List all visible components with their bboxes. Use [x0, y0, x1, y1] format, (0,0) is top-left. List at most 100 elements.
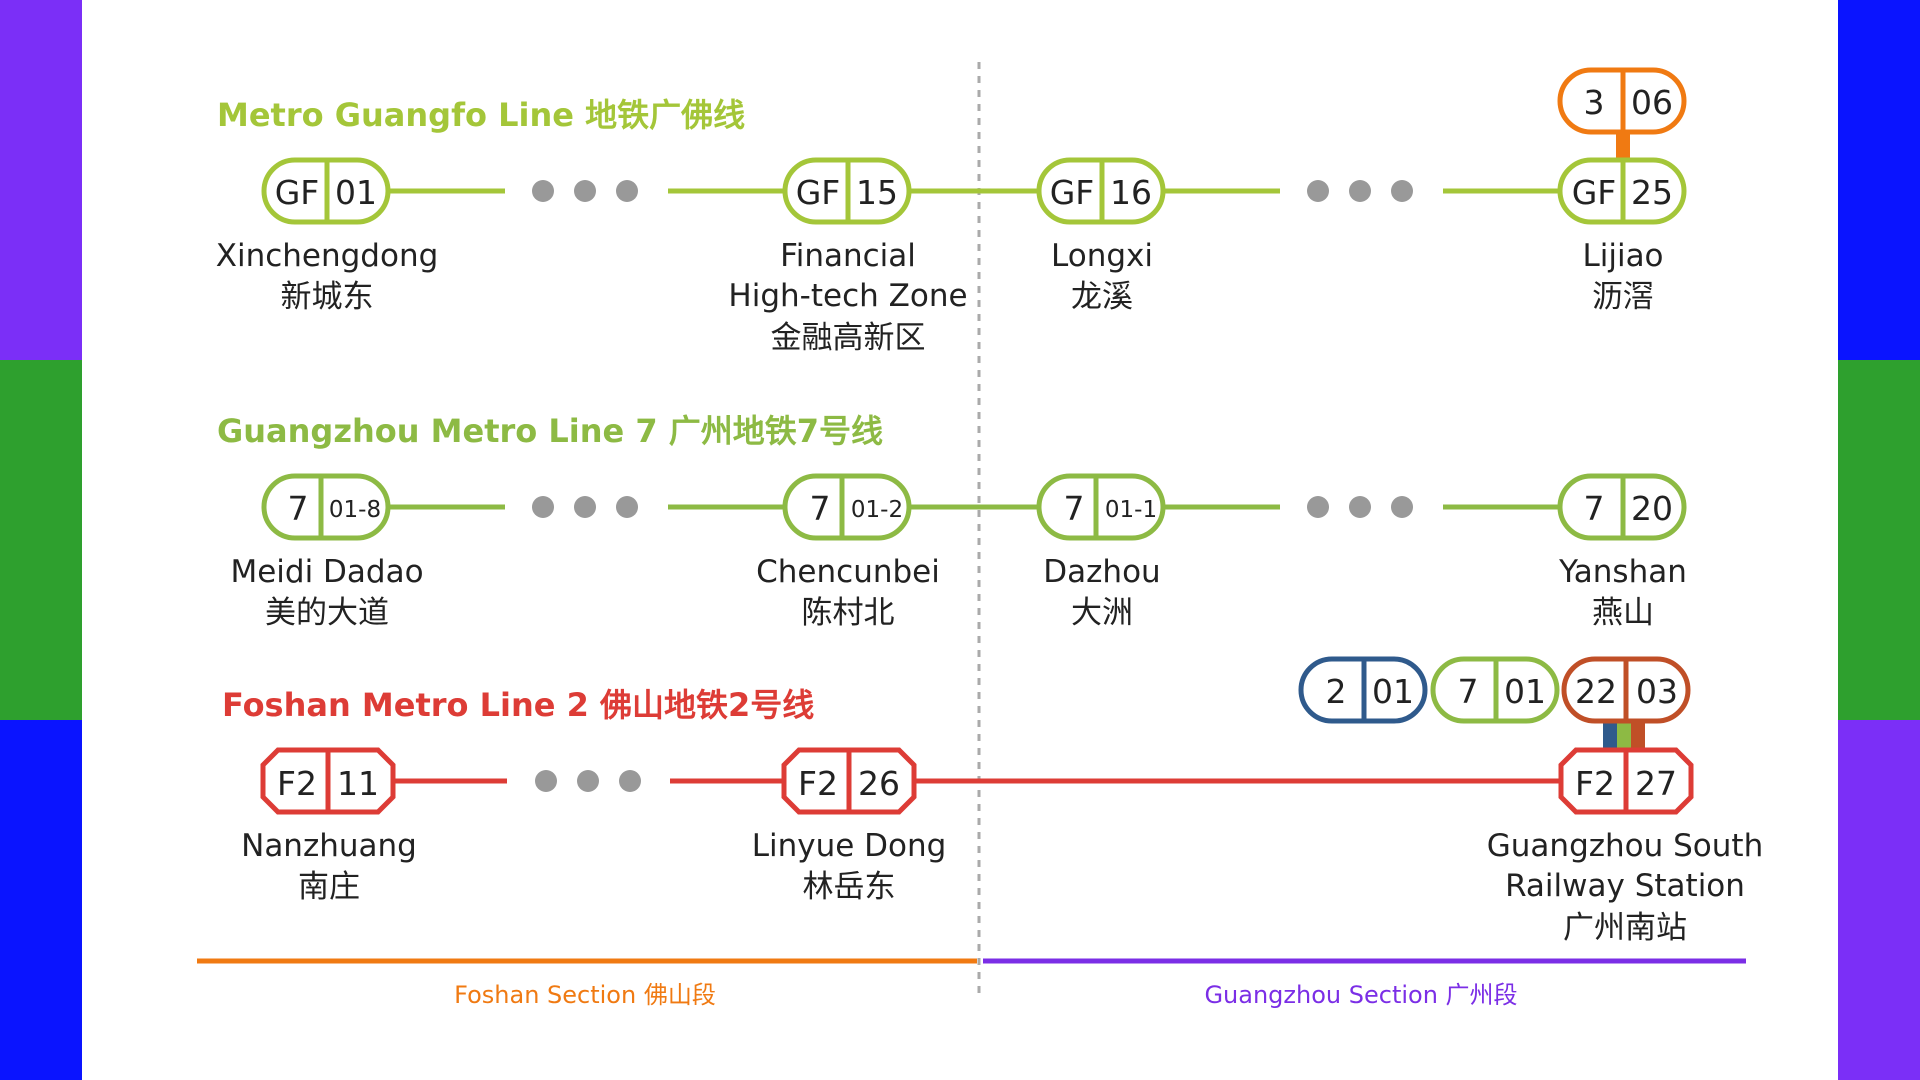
station-name-cn: 美的大道: [265, 595, 389, 631]
station-badge-f2-11[interactable]: F2 11: [260, 747, 396, 815]
transfer-badge-line22[interactable]: 22 03: [1561, 656, 1691, 724]
line-code: GF: [275, 173, 320, 212]
ellipsis-dot: [574, 180, 596, 202]
line-code: GF: [1050, 173, 1095, 212]
station-name-en: Meidi Dadao: [230, 554, 423, 590]
transfer-connector-line7: [1617, 721, 1631, 750]
station-name-en: Longxi: [1051, 238, 1153, 274]
station-name-en-line1: Guangzhou South: [1487, 828, 1763, 864]
station-name-cn: 龙溪: [1071, 279, 1133, 315]
station-number: 15: [856, 173, 898, 212]
station-badge-f2-27[interactable]: F2 27: [1558, 747, 1694, 815]
station-name-en: Xinchengdong: [216, 238, 439, 274]
station-badge-gf01[interactable]: GF 01: [261, 157, 391, 225]
transfer-badge-line2[interactable]: 2 01: [1298, 656, 1428, 724]
station-name-cn: 金融高新区: [771, 320, 926, 356]
station-name-en-line2: High-tech Zone: [728, 278, 967, 314]
station-name-cn: 广州南站: [1563, 910, 1687, 946]
ellipsis-dot: [1307, 180, 1329, 202]
station-number: 06: [1631, 83, 1673, 122]
station-name-cn: 沥滘: [1592, 279, 1654, 315]
line-code: 3: [1584, 83, 1605, 122]
guangzhou-section-label: Guangzhou Section 广州段: [1204, 981, 1517, 1009]
right-band-blue: [1838, 0, 1920, 360]
left-band-purple: [0, 0, 82, 360]
ellipsis-dots: [532, 180, 1413, 792]
station-name-en: Dazhou: [1043, 554, 1160, 590]
ellipsis-dot: [1307, 496, 1329, 518]
left-band-green: [0, 360, 82, 720]
station-name-cn: 燕山: [1592, 595, 1654, 631]
station-name-en-line2: Railway Station: [1505, 868, 1745, 904]
line-code: F2: [277, 764, 317, 803]
track-segments: [388, 188, 1561, 784]
foshan-section-label: Foshan Section 佛山段: [454, 981, 716, 1009]
station-name-en: Lijiao: [1582, 238, 1663, 274]
line-title-line7: Guangzhou Metro Line 7 广州地铁7号线: [217, 412, 883, 450]
station-number: 03: [1636, 672, 1678, 711]
ellipsis-dot: [532, 496, 554, 518]
station-number: 01-8: [329, 497, 381, 523]
ellipsis-dot: [1349, 180, 1371, 202]
transfer-badge-line3[interactable]: 3 06: [1557, 67, 1687, 135]
line-code: GF: [1572, 173, 1617, 212]
station-badge-gf16[interactable]: GF 16: [1036, 157, 1166, 225]
station-name-cn: 陈村北: [802, 595, 895, 631]
transfer-badge-line7[interactable]: 7 01: [1430, 656, 1560, 724]
station-badge-gf15[interactable]: GF 15: [782, 157, 912, 225]
right-band-green: [1838, 360, 1920, 720]
right-band-purple: [1838, 720, 1920, 1080]
station-number: 01: [1372, 672, 1414, 711]
station-number: 26: [858, 764, 900, 803]
left-band-blue: [0, 720, 82, 1080]
line-code: 7: [288, 489, 309, 528]
station-number: 01-1: [1105, 497, 1157, 523]
station-badge-7-01-8[interactable]: 7 01-8: [261, 473, 391, 541]
ellipsis-dot: [1391, 180, 1413, 202]
line-code: 7: [1458, 672, 1479, 711]
ellipsis-dot: [619, 770, 641, 792]
station-name-cn: 林岳东: [803, 869, 896, 905]
transfer-connector-line22: [1631, 721, 1645, 750]
ellipsis-dot: [1349, 496, 1371, 518]
line-code: F2: [1575, 764, 1615, 803]
station-number: 25: [1631, 173, 1673, 212]
line-code: 2: [1326, 672, 1347, 711]
transfer-connectors: [1603, 132, 1645, 750]
station-name-en: Yanshan: [1558, 554, 1687, 590]
station-number: 20: [1631, 489, 1673, 528]
station-badge-7-20[interactable]: 7 20: [1557, 473, 1687, 541]
line-title-foshan2: Foshan Metro Line 2 佛山地铁2号线: [222, 686, 814, 724]
station-number: 01-2: [851, 497, 903, 523]
station-badge-gf25[interactable]: GF 25: [1557, 157, 1687, 225]
station-number: 01: [1504, 672, 1546, 711]
line-title-guangfo: Metro Guangfo Line 地铁广佛线: [217, 96, 745, 134]
station-name-en: Chencunbei: [756, 554, 940, 590]
station-badge-7-01-1[interactable]: 7 01-1: [1036, 473, 1166, 541]
transfer-connector-line3: [1616, 132, 1630, 160]
station-badge-7-01-2[interactable]: 7 01-2: [782, 473, 912, 541]
line-code: 7: [1064, 489, 1085, 528]
station-name-en: Linyue Dong: [752, 828, 947, 864]
line-code: 7: [1584, 489, 1605, 528]
station-name-cn: 南庄: [298, 869, 360, 905]
station-badge-f2-26[interactable]: F2 26: [781, 747, 917, 815]
ellipsis-dot: [616, 180, 638, 202]
line-code: 22: [1575, 672, 1617, 711]
station-number: 16: [1110, 173, 1152, 212]
station-name-en-line1: Financial: [780, 238, 916, 274]
station-name-cn: 新城东: [281, 279, 374, 315]
station-number: 01: [335, 173, 377, 212]
ellipsis-dot: [574, 496, 596, 518]
ellipsis-dot: [535, 770, 557, 792]
ellipsis-dot: [616, 496, 638, 518]
station-number: 27: [1635, 764, 1677, 803]
ellipsis-dot: [532, 180, 554, 202]
station-number: 11: [337, 764, 379, 803]
station-name-en: Nanzhuang: [241, 828, 417, 864]
station-name-cn: 大洲: [1071, 595, 1133, 631]
line-code: GF: [796, 173, 841, 212]
line-code: F2: [798, 764, 838, 803]
ellipsis-dot: [577, 770, 599, 792]
